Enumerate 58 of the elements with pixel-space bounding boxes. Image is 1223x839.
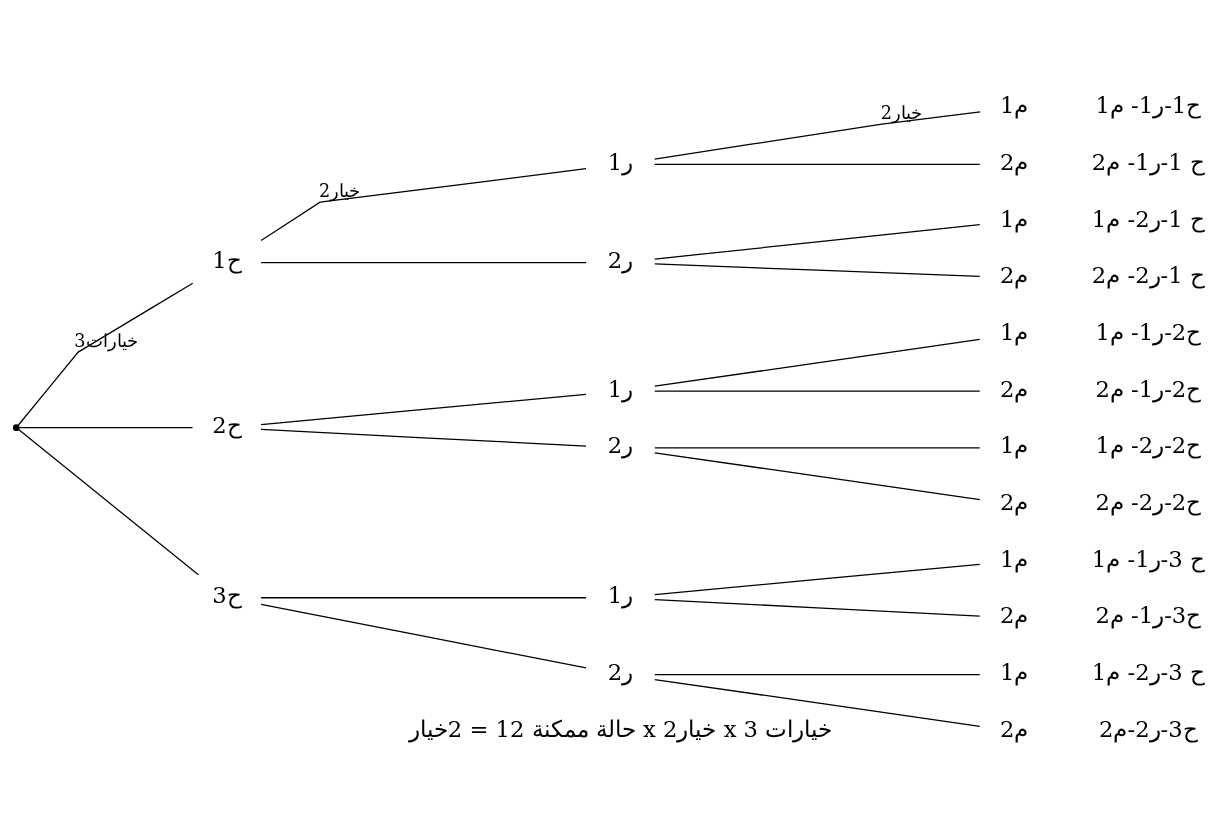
node-text: ح2 xyxy=(212,412,242,439)
node-text: ح1 xyxy=(212,247,242,274)
node-label: ح3-ر1- م2 xyxy=(1095,602,1202,629)
node-label: ح2-ر2- م1 xyxy=(1095,432,1202,459)
connector xyxy=(654,598,981,617)
node-text: م1 xyxy=(999,659,1029,686)
connector xyxy=(17,282,194,427)
edge-label: 2خيار xyxy=(880,103,923,124)
node-text: ح3 xyxy=(212,582,242,609)
node-text: ر2 xyxy=(607,247,634,274)
connector xyxy=(654,673,981,676)
connector xyxy=(654,224,981,260)
label: حالة ممكنة 12 = 2خيار x 2خيار x 3 خيارات xyxy=(408,715,833,742)
connector xyxy=(654,563,981,596)
node-text: م1 xyxy=(999,432,1029,459)
connector xyxy=(260,597,587,599)
node-label: ح 1-ر2- م1 xyxy=(1091,205,1205,232)
node-label: ح2-ر2- م2 xyxy=(1095,489,1202,516)
node-text: ر1 xyxy=(607,148,634,175)
connector xyxy=(654,452,981,501)
connector xyxy=(654,678,981,727)
connector xyxy=(654,338,981,387)
node-text: م2 xyxy=(999,602,1029,629)
node-text: م1 xyxy=(999,545,1029,572)
node-point xyxy=(12,424,20,432)
node-text: ر1 xyxy=(607,582,634,609)
connector xyxy=(260,393,587,426)
node-text: م2 xyxy=(999,715,1029,742)
connector xyxy=(654,263,981,278)
node-text: م2 xyxy=(999,375,1029,402)
connector xyxy=(654,390,981,392)
node-text: ر2 xyxy=(607,659,634,686)
connector xyxy=(18,427,194,429)
node-label: ح 3-ر1- م1 xyxy=(1091,545,1205,572)
node-text: ر1 xyxy=(607,375,634,402)
connector xyxy=(260,262,587,264)
node-text: م1 xyxy=(999,205,1029,232)
node-text: م2 xyxy=(999,489,1029,516)
node-label: ح 1-ر2- م2 xyxy=(1091,262,1205,289)
connector xyxy=(654,111,981,160)
connector xyxy=(18,428,199,576)
connector xyxy=(260,168,587,242)
node-text: م2 xyxy=(999,148,1029,175)
node-label: ح3-ر2-م2 xyxy=(1099,715,1198,742)
node-label: ح 1-ر1- م2 xyxy=(1091,148,1205,175)
edge-label: 2خيار xyxy=(318,181,361,202)
connector xyxy=(654,163,981,166)
node-label: ح2-ر1- م1 xyxy=(1095,319,1202,346)
node-text: م1 xyxy=(999,92,1029,119)
node-label: ح1-ر1- م1 xyxy=(1095,92,1202,119)
node-text: م2 xyxy=(999,262,1029,289)
node-text: ر2 xyxy=(607,432,634,459)
node-label: ح2-ر1- م2 xyxy=(1095,375,1202,402)
node-text: م1 xyxy=(999,319,1029,346)
connector xyxy=(260,428,587,447)
node-label: ح 3-ر2- م1 xyxy=(1091,659,1205,686)
connector xyxy=(654,447,981,449)
connector xyxy=(260,603,587,669)
